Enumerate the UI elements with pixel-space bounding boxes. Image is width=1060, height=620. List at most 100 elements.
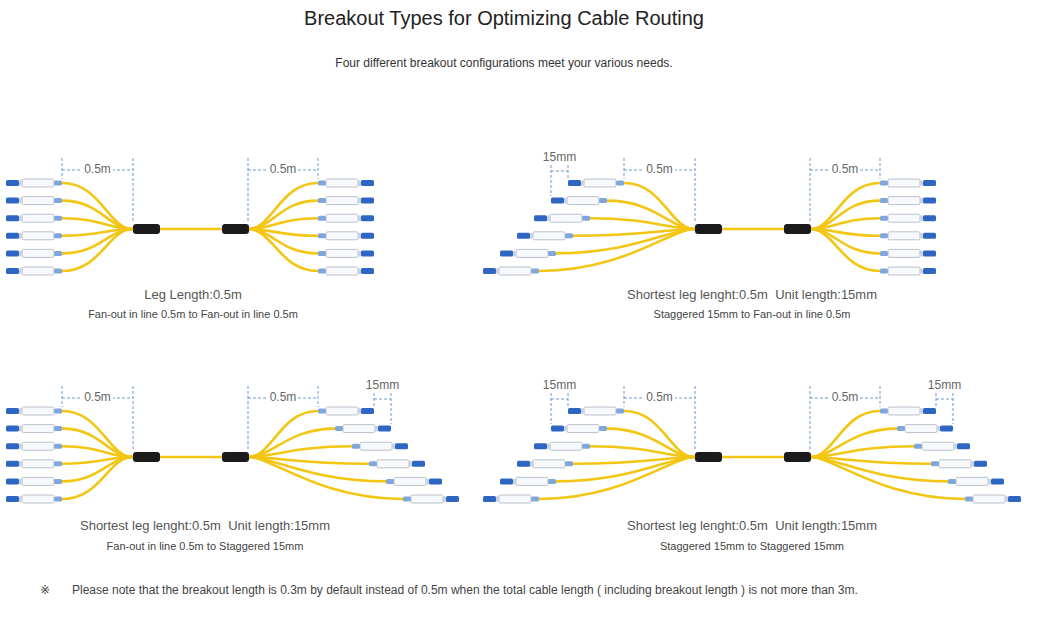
note-text: Please note that the breakout length is …: [72, 583, 858, 597]
trunk-cable: [158, 228, 224, 231]
lc-connector: [880, 249, 936, 257]
lc-connector: [335, 425, 391, 433]
fiber-leg: [248, 429, 335, 457]
dimension-label: 0.5m: [82, 390, 113, 404]
lc-connector: [551, 197, 607, 205]
fiber-leg: [62, 429, 133, 457]
lc-connector: [352, 442, 408, 450]
trunk-cable: [720, 228, 786, 231]
lc-connector: [880, 179, 936, 187]
fiber-leg: [62, 411, 133, 457]
breakout-boot: [695, 224, 722, 234]
fiber-leg: [62, 218, 133, 229]
fiber-leg: [248, 457, 386, 481]
dimension-label: 15mm: [541, 378, 578, 392]
dimension-line: [568, 393, 569, 407]
breakout-boot: [784, 224, 811, 234]
dimension-line: [551, 165, 552, 196]
lc-connector: [6, 442, 62, 450]
lc-connector: [318, 197, 374, 205]
breakout-boot: [133, 224, 160, 234]
dimension-label: 0.5m: [268, 162, 299, 176]
lc-connector: [6, 249, 62, 257]
dimension-line: [695, 158, 696, 222]
subtitle: Four different breakout configurations m…: [335, 56, 672, 70]
dimension-line: [695, 386, 696, 450]
fiber-leg: [607, 429, 695, 457]
lc-connector: [880, 197, 936, 205]
fiber-leg: [624, 411, 695, 457]
dimension-label: 0.5m: [268, 390, 299, 404]
fiber-leg: [248, 183, 318, 229]
breakout-type-description: Fan-out in line 0.5m to Staggered 15mm: [107, 540, 304, 553]
breakout-type-description: Fan-out in line 0.5m to Fan-out in line …: [88, 308, 298, 321]
lc-connector: [318, 214, 374, 222]
dimension-line: [248, 386, 249, 450]
trunk-cable: [158, 456, 224, 459]
fiber-leg: [810, 446, 914, 457]
lc-connector: [318, 232, 374, 240]
fiber-leg: [810, 183, 880, 229]
dimension-line: [568, 165, 569, 179]
lc-connector: [6, 232, 62, 240]
breakout-boot: [695, 452, 722, 462]
dimension-line: [936, 393, 937, 407]
fiber-leg: [62, 446, 133, 457]
lc-connector: [568, 179, 624, 187]
fiber-leg: [62, 457, 133, 499]
fiber-leg: [248, 446, 352, 457]
fiber-leg: [624, 183, 695, 229]
fiber-leg: [62, 201, 133, 229]
lc-connector: [568, 407, 624, 415]
dimension-label: 0.5m: [644, 390, 675, 404]
lc-connector: [483, 267, 539, 275]
dimension-line: [810, 158, 811, 222]
dimension-line: [318, 386, 319, 407]
lc-connector: [6, 179, 62, 187]
fiber-leg: [607, 201, 695, 229]
dimension-line: [880, 158, 881, 179]
fiber-leg: [248, 218, 318, 229]
lc-connector: [948, 477, 1004, 485]
dimension-line: [551, 399, 568, 400]
fiber-leg: [248, 411, 318, 457]
breakout-boot: [784, 452, 811, 462]
lc-connector: [6, 407, 62, 415]
dimension-line: [62, 386, 63, 407]
breakout-type-description: Staggered 15mm to Fan-out in line 0.5m: [654, 308, 851, 321]
lc-connector: [965, 495, 1021, 503]
fiber-leg: [590, 446, 695, 457]
fiber-leg: [810, 411, 880, 457]
fiber-leg: [556, 229, 695, 253]
breakout-type-name: Shortest leg lenght:0.5m Unit length:15m…: [80, 518, 330, 534]
dimension-line: [551, 171, 568, 172]
fiber-leg: [248, 229, 318, 271]
dimension-line: [551, 393, 552, 424]
fiber-leg: [810, 201, 880, 229]
fiber-leg: [590, 218, 695, 229]
lc-connector: [6, 197, 62, 205]
dimension-line: [391, 393, 392, 424]
dimension-label: 15mm: [541, 150, 578, 164]
fiber-leg: [556, 457, 695, 481]
lc-connector: [318, 249, 374, 257]
dimension-line: [374, 399, 391, 400]
dimension-label: 0.5m: [82, 162, 113, 176]
breakout-type-description: Staggered 15mm to Staggered 15mm: [660, 540, 844, 553]
fiber-leg: [810, 229, 880, 271]
breakout-boot: [222, 224, 249, 234]
dimension-line: [133, 158, 134, 222]
lc-connector: [483, 495, 539, 503]
lc-connector: [6, 425, 62, 433]
lc-connector: [880, 232, 936, 240]
fiber-leg: [62, 183, 133, 229]
dimension-line: [133, 386, 134, 450]
dimension-line: [624, 158, 625, 179]
dimension-label: 0.5m: [644, 162, 675, 176]
lc-connector: [386, 477, 442, 485]
lc-connector: [880, 214, 936, 222]
breakout-type-name: Shortest leg lenght:0.5m Unit length:15m…: [627, 518, 877, 534]
dimension-line: [880, 386, 881, 407]
dimension-label: 0.5m: [830, 390, 861, 404]
